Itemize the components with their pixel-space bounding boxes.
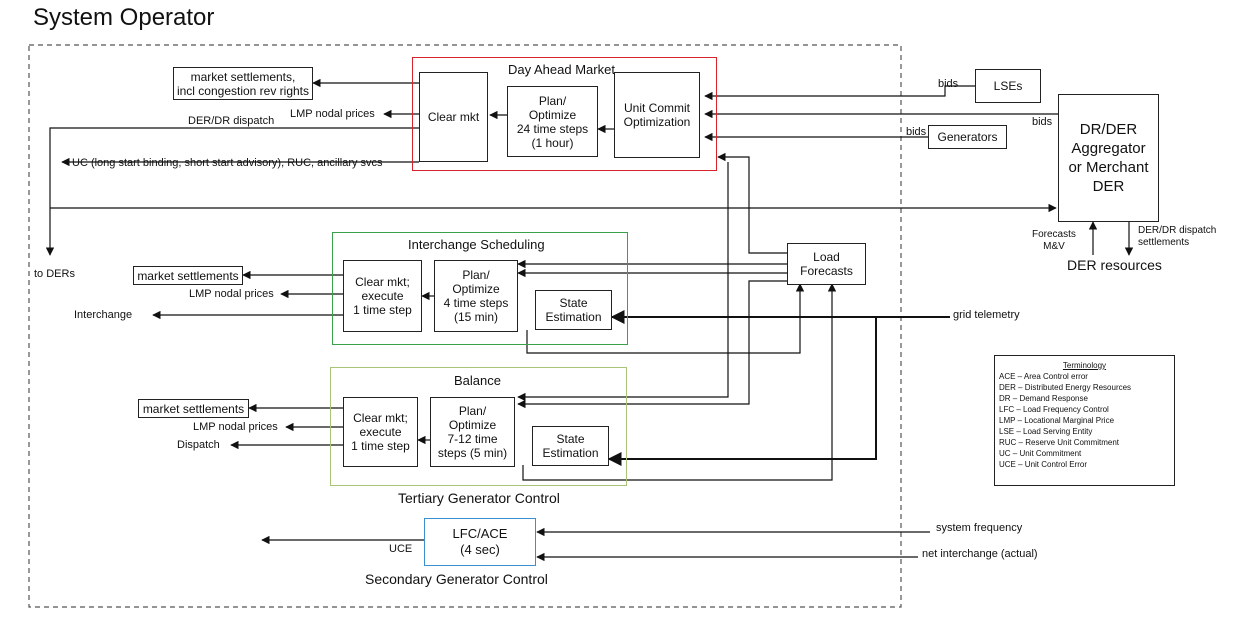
dam-plan-optimize-box: Plan/ Optimize 24 time steps (1 hour)	[507, 86, 598, 157]
terminology-heading: Terminology	[1062, 361, 1107, 370]
bal-clear-market-box: Clear mkt; execute 1 time step	[343, 397, 418, 467]
der-dispatch-settlements-label: DER/DR dispatch settlements	[1138, 225, 1217, 248]
tertiary-control-title: Tertiary Generator Control	[398, 490, 560, 506]
balance-title: Balance	[454, 373, 501, 388]
forecast-to-dam-arrow	[717, 152, 787, 254]
load-forecasts-box: Load Forecasts	[787, 243, 866, 285]
terminology-item: DER – Distributed Energy Resources	[999, 383, 1132, 392]
der-dispatch-label: DER/DR dispatch	[188, 115, 275, 127]
int-state-estimation-box: State Estimation	[535, 290, 612, 330]
der-resources-label: DER resources	[1067, 257, 1162, 273]
bal-state-estimation-box: State Estimation	[532, 426, 609, 466]
int-plan-optimize-box: Plan/ Optimize 4 time steps (15 min)	[434, 260, 518, 332]
dam-lmp-label: LMP nodal prices	[290, 108, 375, 120]
system-frequency-label: system frequency	[936, 522, 1023, 534]
terminology-item: DR – Demand Response	[999, 394, 1088, 403]
uc-label: UC (long start binding, short start advi…	[72, 157, 383, 169]
bal-market-settlements-box: market settlements	[138, 399, 249, 418]
dam-unit-commit-box: Unit Commit Optimization	[614, 72, 700, 158]
int-lmp-label: LMP nodal prices	[189, 288, 274, 300]
forecast-to-bal-arrow	[517, 280, 787, 409]
bal-lmp-label: LMP nodal prices	[193, 421, 278, 433]
day-ahead-market-region	[412, 57, 717, 171]
dam-clear-market-box: Clear mkt	[419, 72, 488, 162]
terminology-item: UCE – Unit Control Error	[999, 460, 1088, 469]
bal-plan-optimize-box: Plan/ Optimize 7-12 time steps (5 min)	[430, 397, 515, 467]
terminology-item: LSE – Load Serving Entity	[999, 427, 1093, 436]
terminology-item: UC – Unit Commitment	[999, 449, 1082, 458]
der-dispatch-arrow	[45, 127, 419, 256]
secondary-control-title: Secondary Generator Control	[365, 571, 548, 587]
gen-bids-label: bids	[906, 126, 927, 138]
net-interchange-label: net interchange (actual)	[922, 548, 1038, 560]
interchange-scheduling-title: Interchange Scheduling	[408, 237, 545, 252]
day-ahead-market-title: Day Ahead Market	[508, 62, 615, 77]
uce-label: UCE	[389, 543, 413, 555]
to-ders-label: to DERs	[34, 268, 75, 280]
dispatch-label: Dispatch	[177, 439, 220, 451]
terminology-item: RUC – Reserve Unit Commitment	[999, 438, 1120, 447]
int-market-settlements-box: market settlements	[133, 266, 243, 285]
telemetry-to-bal-state-arrow	[607, 317, 877, 466]
lse-bids-label: bids	[938, 78, 959, 90]
int-clear-market-box: Clear mkt; execute 1 time step	[343, 260, 422, 332]
terminology-item: LFC – Load Frequency Control	[999, 405, 1109, 414]
int-state-to-forecast-arrow	[526, 283, 805, 354]
terminology-item: LMP – Locational Marginal Price	[999, 416, 1115, 425]
der-aggregator-box: DR/DER Aggregator or Merchant DER	[1058, 94, 1159, 222]
lfc-ace-box: LFC/ACE (4 sec)	[424, 518, 536, 566]
grid-telemetry-label: grid telemetry	[953, 309, 1020, 321]
interchange-label: Interchange	[74, 309, 133, 321]
dam-market-settlements-box: market settlements, incl congestion rev …	[173, 67, 313, 100]
terminology-item: ACE – Area Control error	[999, 372, 1088, 381]
bal-state-to-forecast-arrow	[522, 283, 837, 481]
lses-box: LSEs	[975, 69, 1041, 103]
agg-bids-label: bids	[1032, 116, 1053, 128]
lse-bids-arrow	[704, 85, 975, 101]
system-operator-boundary	[28, 44, 902, 608]
balance-region	[330, 367, 627, 486]
dam-to-balance-arrow	[517, 162, 729, 402]
page-title: System Operator	[33, 4, 215, 31]
generators-box: Generators	[928, 125, 1007, 149]
terminology-legend: Terminology ACE – Area Control error DER…	[994, 355, 1175, 486]
forecasts-mv-label: Forecasts M&V	[1032, 229, 1076, 252]
interchange-scheduling-region	[332, 232, 628, 345]
